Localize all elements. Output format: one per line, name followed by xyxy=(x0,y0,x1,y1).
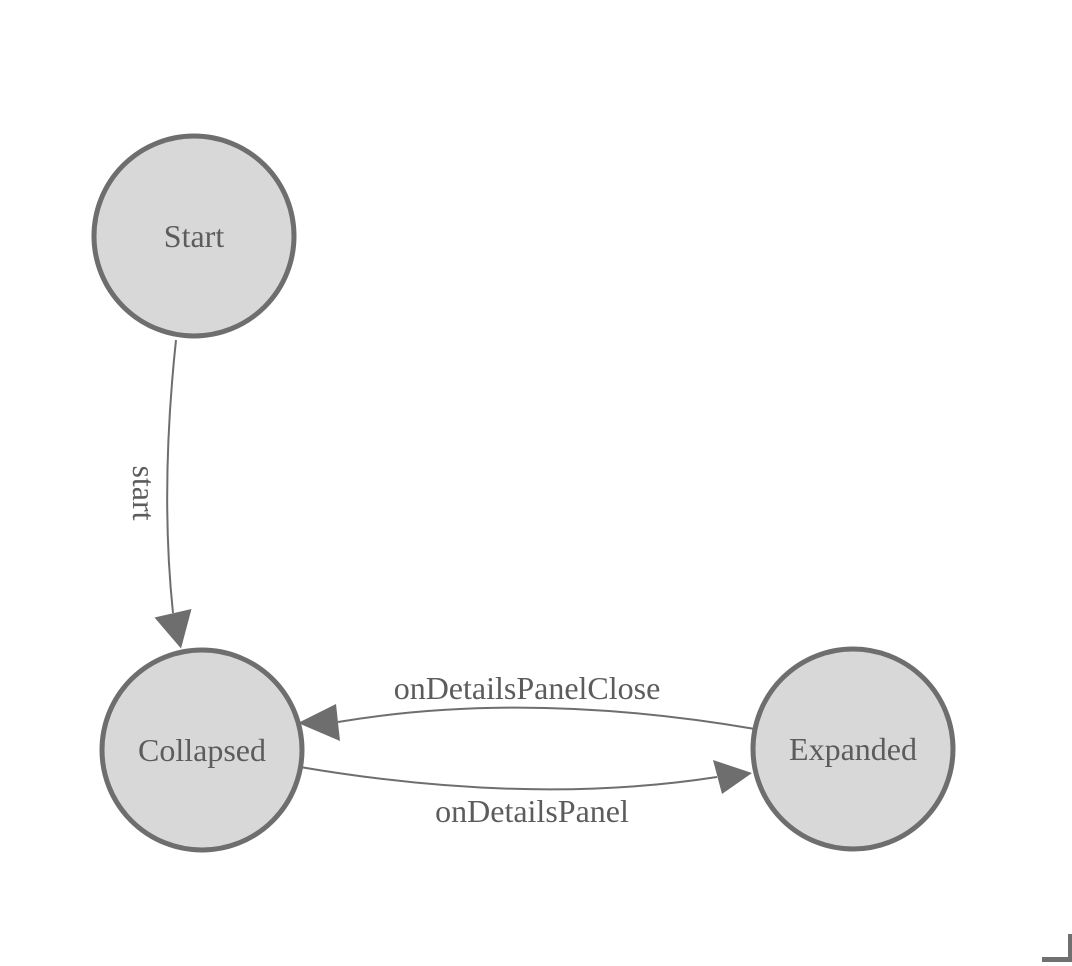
edge-start-to-collapsed: start xyxy=(126,339,192,649)
state-node-collapsed-circle[interactable] xyxy=(99,647,305,853)
resize-corner-handle[interactable] xyxy=(1042,934,1072,962)
state-node-start[interactable]: Start xyxy=(91,133,297,339)
edge-open-arrowhead-icon xyxy=(713,760,752,794)
state-node-collapsed[interactable]: Collapsed xyxy=(99,647,305,853)
edge-start-arrowhead-icon xyxy=(154,609,192,649)
edge-expanded-to-collapsed: onDetailsPanelClose xyxy=(298,670,756,741)
edge-open-path xyxy=(299,766,718,791)
state-node-expanded-circle[interactable] xyxy=(750,646,956,852)
edge-collapsed-to-expanded: onDetailsPanel xyxy=(299,760,752,829)
edge-label-start: start xyxy=(126,465,162,520)
edge-close-path xyxy=(337,706,756,730)
state-node-collapsed-label: Collapsed xyxy=(138,732,266,768)
state-node-expanded[interactable]: Expanded xyxy=(750,646,956,852)
edge-label-on-details-panel: onDetailsPanel xyxy=(435,793,629,829)
vertical-scrollbar-fragment[interactable] xyxy=(1068,934,1072,962)
edge-close-arrowhead-icon xyxy=(298,704,340,741)
edge-start-path xyxy=(166,339,177,614)
state-node-start-circle[interactable] xyxy=(91,133,297,339)
state-node-start-label: Start xyxy=(164,218,225,254)
horizontal-scrollbar-fragment[interactable] xyxy=(1042,957,1072,962)
edge-label-on-details-panel-close: onDetailsPanelClose xyxy=(394,670,661,706)
state-node-expanded-label: Expanded xyxy=(789,731,917,767)
